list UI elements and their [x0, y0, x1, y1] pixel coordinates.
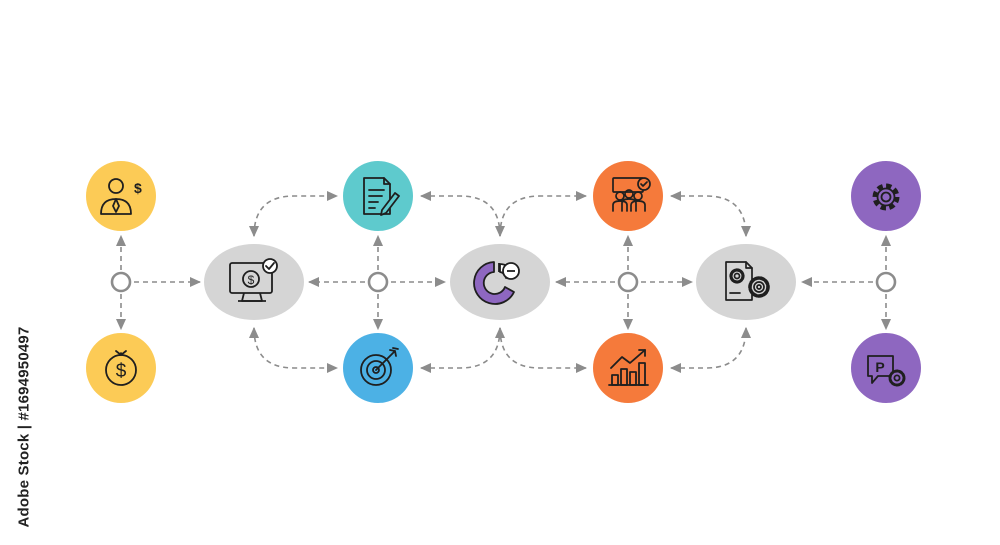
document-gears-icon	[725, 261, 770, 301]
connector-document-to-pie	[419, 190, 506, 238]
monitor-dollar-check-icon: $	[229, 258, 278, 302]
gear-icon	[872, 183, 900, 211]
hub-bg	[450, 244, 550, 320]
node-bg	[851, 161, 921, 231]
node-settings-gear	[851, 161, 921, 231]
node-parking-service: P	[851, 333, 921, 403]
connector-growth-to-process	[669, 326, 752, 374]
stock-id-watermark: Adobe Stock | #1694950497	[15, 326, 33, 528]
svg-text:$: $	[248, 273, 255, 287]
hub-pie-analysis	[450, 244, 550, 320]
junction-ring-4	[875, 271, 897, 293]
growth-chart-icon	[608, 349, 649, 386]
node-bg	[86, 161, 156, 231]
junction-ring-3	[617, 271, 639, 293]
svg-text:P: P	[875, 359, 884, 375]
node-bg	[851, 333, 921, 403]
connector-monitor-to-target	[248, 326, 339, 374]
connector-pie-to-team	[499, 190, 588, 237]
node-businessman-salary: $	[86, 161, 156, 231]
parking-chat-gear-icon: P	[867, 355, 906, 387]
node-target-goal	[343, 333, 413, 403]
target-arrow-icon	[360, 347, 399, 386]
team-board-icon	[612, 177, 651, 212]
node-bg	[593, 161, 663, 231]
junction-ring-2	[367, 271, 389, 293]
node-team-meeting	[593, 161, 663, 231]
pie-chart-icon	[473, 261, 520, 305]
junctions	[110, 271, 897, 293]
node-bg	[593, 333, 663, 403]
node-document-edit	[343, 161, 413, 231]
connector-target-to-pie	[419, 326, 506, 374]
document-pen-icon	[363, 177, 400, 216]
connector-pie-to-growth	[499, 327, 588, 374]
hub-process-settings	[696, 244, 796, 320]
dollar-coin-icon: $	[105, 350, 137, 386]
svg-text:$: $	[134, 180, 142, 196]
junction-ring-1	[110, 271, 132, 293]
businessman-dollar-icon: $	[100, 178, 142, 215]
connector-team-to-process	[669, 190, 752, 238]
node-bg	[86, 333, 156, 403]
hub-monitor-payment: $	[204, 244, 304, 320]
hub-bg	[204, 244, 304, 320]
svg-text:$: $	[116, 361, 127, 382]
node-dollar-coin: $	[86, 333, 156, 403]
hub-bg	[696, 244, 796, 320]
connector-monitor-to-document	[248, 190, 339, 238]
connectors	[115, 190, 892, 374]
node-growth-chart	[593, 333, 663, 403]
